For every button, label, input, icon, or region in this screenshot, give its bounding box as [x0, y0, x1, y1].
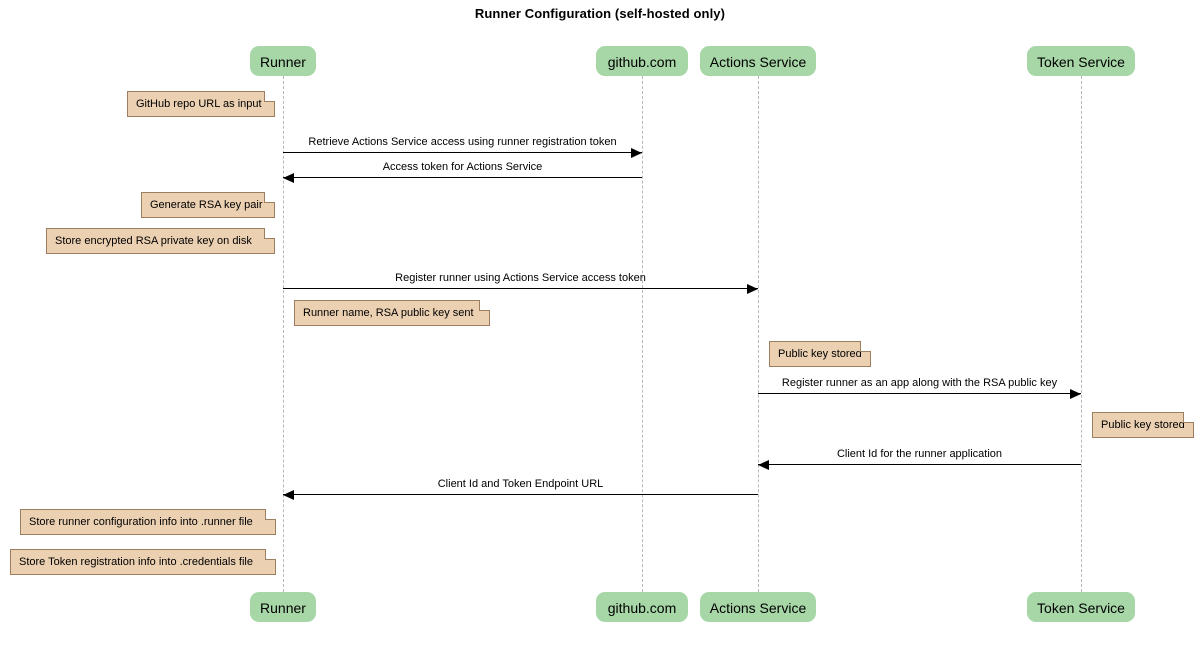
note-text: Public key stored [778, 348, 862, 360]
note-text: Store encrypted RSA private key on disk [55, 235, 252, 247]
note: Generate RSA key pair [141, 192, 275, 218]
message-label: Register runner using Actions Service ac… [395, 272, 646, 284]
participant-actions-bottom[interactable]: Actions Service [700, 592, 816, 622]
lifeline-github [642, 76, 643, 592]
message-line [283, 152, 642, 153]
note-text: Store Token registration info into .cred… [19, 556, 253, 568]
lifeline-runner [283, 76, 284, 592]
lifeline-token [1081, 76, 1082, 592]
note-fold-corner-icon [860, 341, 871, 352]
participant-label: github.com [607, 54, 677, 70]
message-label: Client Id and Token Endpoint URL [437, 478, 604, 490]
message-line [758, 464, 1081, 465]
participant-label: Actions Service [709, 54, 807, 70]
participant-label: Runner [260, 54, 306, 70]
note: Runner name, RSA public key sent [294, 300, 490, 326]
lifeline-actions [758, 76, 759, 592]
note-text: Public key stored [1101, 419, 1185, 431]
note-text: Generate RSA key pair [150, 199, 263, 211]
note-fold-corner-icon [265, 549, 276, 560]
message-arrowhead [1070, 388, 1081, 399]
participant-runner-bottom[interactable]: Runner [250, 592, 316, 622]
participant-token-top[interactable]: Token Service [1027, 46, 1135, 76]
note: Store Token registration info into .cred… [10, 549, 276, 575]
message-arrowhead [747, 283, 758, 294]
message-line [283, 288, 758, 289]
note-fold-corner-icon [479, 300, 490, 311]
message-label: Client Id for the runner application [836, 448, 1003, 460]
message-line [758, 393, 1081, 394]
message-label: Retrieve Actions Service access using ru… [308, 136, 617, 148]
participant-label: Token Service [1037, 54, 1125, 70]
participant-runner-top[interactable]: Runner [250, 46, 316, 76]
note-text: Runner name, RSA public key sent [303, 307, 474, 319]
note-fold-corner-icon [1183, 412, 1194, 423]
message-label: Access token for Actions Service [382, 161, 543, 173]
message-arrowhead [758, 459, 769, 470]
participant-token-bottom[interactable]: Token Service [1027, 592, 1135, 622]
participant-actions-top[interactable]: Actions Service [700, 46, 816, 76]
participant-label: Runner [260, 600, 306, 616]
note-fold-corner-icon [264, 228, 275, 239]
note-fold-corner-icon [264, 91, 275, 102]
note-text: GitHub repo URL as input [136, 98, 262, 110]
participant-github-top[interactable]: github.com [596, 46, 688, 76]
message-arrowhead [631, 147, 642, 158]
note-fold-corner-icon [264, 192, 275, 203]
page-title: Runner Configuration (self-hosted only) [474, 6, 726, 21]
message-arrowhead [283, 172, 294, 183]
participant-label: github.com [607, 600, 677, 616]
message-label: Register runner as an app along with the… [781, 377, 1058, 389]
note: Store runner configuration info into .ru… [20, 509, 276, 535]
message-line [283, 177, 642, 178]
participant-github-bottom[interactable]: github.com [596, 592, 688, 622]
note: GitHub repo URL as input [127, 91, 275, 117]
note: Store encrypted RSA private key on disk [46, 228, 275, 254]
note-text: Store runner configuration info into .ru… [29, 516, 253, 528]
participant-label: Token Service [1037, 600, 1125, 616]
message-line [283, 494, 758, 495]
note-fold-corner-icon [265, 509, 276, 520]
message-arrowhead [283, 489, 294, 500]
participant-label: Actions Service [709, 600, 807, 616]
note: Public key stored [769, 341, 871, 367]
note: Public key stored [1092, 412, 1194, 438]
